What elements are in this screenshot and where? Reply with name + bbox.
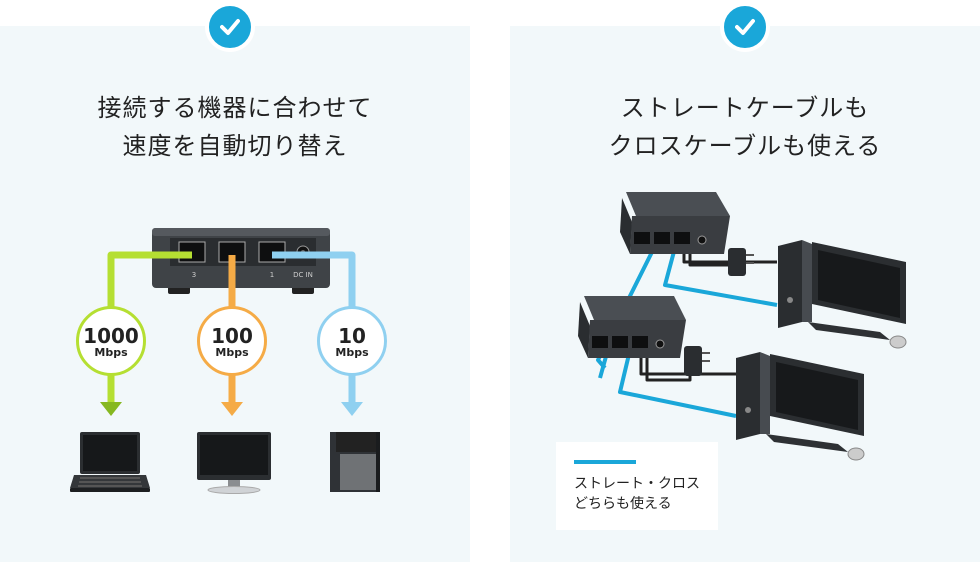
speed-unit: Mbps [215,346,249,359]
left-panel-title: 接続する機器に合わせて 速度を自動切り替え [0,89,470,165]
switching-hub-illustration [620,192,730,254]
speed-badge-100: 100 Mbps [197,306,267,376]
title-line: ストレートケーブルも [620,94,870,122]
speed-unit: Mbps [335,346,369,359]
port-label: 3 [192,271,196,279]
power-adapter-icon [684,346,710,376]
check-icon [205,2,255,52]
port-label: DC IN [293,271,313,279]
right-panel-title: ストレートケーブルも クロスケーブルも使える [510,89,980,165]
arrow-down-icon [100,402,363,416]
switching-hub-illustration [578,296,686,358]
power-adapter-icon [728,248,754,276]
speed-value: 1000 [83,324,139,348]
legend-text: ストレート・クロス どちらも使える [574,474,700,514]
speed-badge-1000: 1000 Mbps [76,306,146,376]
title-line: 速度を自動切り替え [122,132,348,160]
switching-hub-illustration [152,228,330,294]
check-icon [720,2,770,52]
laptop-icon [70,432,150,492]
desktop-pc-icon [778,240,907,349]
speed-unit: Mbps [94,346,128,359]
legend-line: ストレート・クロス [574,476,700,492]
cable-legend: ストレート・クロス どちらも使える [556,442,718,530]
title-line: 接続する機器に合わせて [97,94,373,122]
monitor-icon [197,432,271,494]
speed-value: 10 [338,324,366,348]
port-label: 1 [270,271,274,279]
speed-value: 100 [211,324,253,348]
desktop-pc-icon [736,352,865,461]
legend-cable-swatch [574,460,636,464]
legend-line: どちらも使える [574,496,672,512]
speed-badge-10: 10 Mbps [317,306,387,376]
title-line: クロスケーブルも使える [608,132,882,160]
storage-icon [330,432,380,492]
